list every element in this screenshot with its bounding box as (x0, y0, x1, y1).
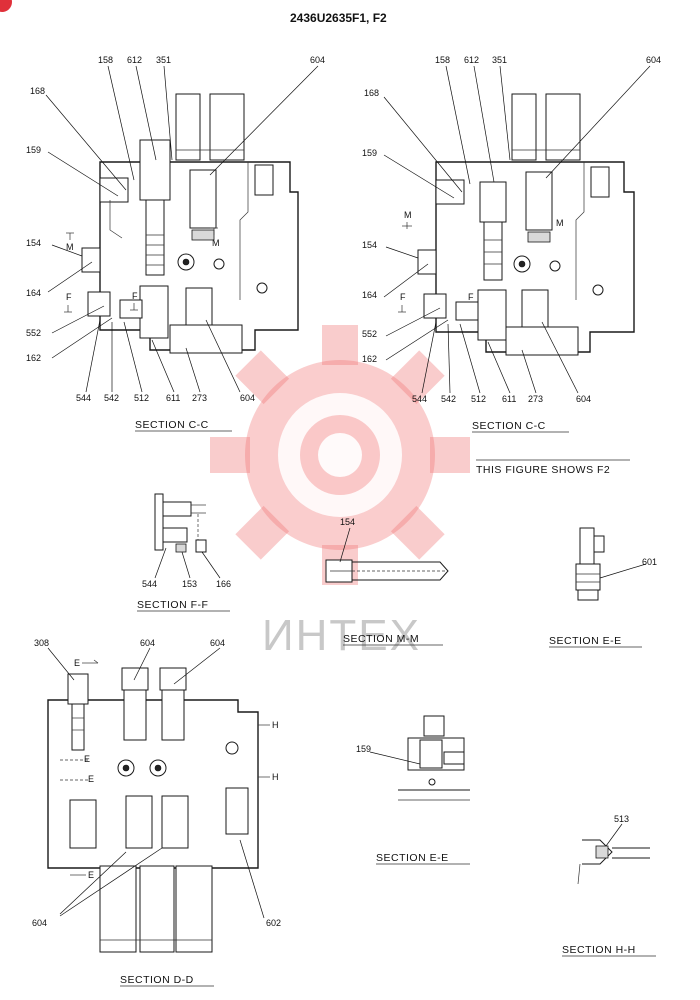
svg-text:168: 168 (364, 88, 379, 98)
section-cc-left-title: SECTION C-C (135, 419, 209, 431)
svg-text:158: 158 (98, 55, 113, 65)
svg-text:159: 159 (356, 744, 371, 754)
svg-text:M: M (556, 218, 564, 228)
svg-text:M: M (212, 238, 220, 248)
leader-lines-cc-right (383, 65, 651, 394)
svg-text:154: 154 (26, 238, 41, 248)
section-dd-title: SECTION D-D (120, 974, 194, 986)
leader-lines-cc-left (45, 65, 319, 393)
svg-text:E: E (88, 870, 94, 880)
svg-text:513: 513 (614, 814, 629, 824)
svg-text:351: 351 (492, 55, 507, 65)
svg-text:604: 604 (646, 55, 661, 65)
section-ee (575, 527, 605, 601)
svg-text:512: 512 (471, 394, 486, 404)
callouts-cc-right: 158 612 351 604 168 159 154 164 552 162 … (362, 55, 661, 404)
svg-text:604: 604 (140, 638, 155, 648)
svg-text:164: 164 (362, 290, 377, 300)
watermark-text: ИНТЕХ (262, 611, 421, 660)
svg-text:F: F (468, 292, 474, 302)
svg-text:612: 612 (127, 55, 142, 65)
svg-text:F: F (66, 292, 72, 302)
svg-text:M: M (404, 210, 412, 220)
svg-text:611: 611 (502, 394, 516, 404)
section-hh (577, 839, 650, 885)
section-ee2-title: SECTION E-E (376, 852, 449, 864)
svg-text:154: 154 (362, 240, 377, 250)
svg-text:544: 544 (412, 394, 427, 404)
svg-text:E: E (88, 774, 94, 784)
section-ff (154, 493, 207, 553)
svg-text:308: 308 (34, 638, 49, 648)
drawing-number: 2436U2635F1, F2 (290, 11, 387, 25)
corner-badge (0, 0, 12, 12)
svg-text:154: 154 (340, 517, 355, 527)
svg-text:604: 604 (210, 638, 225, 648)
section-mm-title: SECTION M-M (343, 633, 419, 645)
svg-text:552: 552 (362, 329, 377, 339)
svg-text:602: 602 (266, 918, 281, 928)
svg-text:542: 542 (104, 393, 119, 403)
svg-text:273: 273 (192, 393, 207, 403)
svg-text:159: 159 (362, 148, 377, 158)
svg-text:F: F (400, 292, 406, 302)
svg-text:E: E (74, 658, 80, 668)
section-dd (47, 667, 259, 953)
svg-text:542: 542 (441, 394, 456, 404)
svg-text:M: M (66, 242, 74, 252)
section-cc-right-title: SECTION C-C (472, 420, 546, 432)
svg-text:162: 162 (362, 354, 377, 364)
svg-text:H: H (272, 772, 279, 782)
watermark-gear-logo-icon (210, 325, 470, 585)
svg-text:512: 512 (134, 393, 149, 403)
callouts-cc-left: 158 612 351 604 168 159 154 164 552 162 … (26, 55, 325, 403)
svg-text:F: F (132, 291, 138, 301)
callouts-dd: 308 604 604 604 602 E E E E H H (32, 638, 281, 928)
svg-text:604: 604 (310, 55, 325, 65)
svg-text:604: 604 (32, 918, 47, 928)
section-hh-title: SECTION H-H (562, 944, 636, 956)
svg-text:552: 552 (26, 328, 41, 338)
svg-text:158: 158 (435, 55, 450, 65)
svg-text:159: 159 (26, 145, 41, 155)
svg-text:H: H (272, 720, 279, 730)
figure-note: THIS FIGURE SHOWS F2 (476, 464, 610, 476)
svg-text:E: E (84, 754, 90, 764)
section-ee-title: SECTION E-E (549, 635, 622, 647)
svg-text:162: 162 (26, 353, 41, 363)
svg-text:544: 544 (142, 579, 157, 589)
svg-text:164: 164 (26, 288, 41, 298)
svg-text:166: 166 (216, 579, 231, 589)
svg-text:604: 604 (240, 393, 255, 403)
svg-text:544: 544 (76, 393, 91, 403)
section-ee2 (398, 715, 470, 801)
svg-text:611: 611 (166, 393, 180, 403)
svg-text:273: 273 (528, 394, 543, 404)
section-cc-right (417, 93, 635, 356)
svg-text:351: 351 (156, 55, 171, 65)
svg-text:168: 168 (30, 86, 45, 96)
svg-text:612: 612 (464, 55, 479, 65)
section-cc-left (81, 93, 299, 354)
section-ff-title: SECTION F-F (137, 599, 208, 611)
svg-text:601: 601 (642, 557, 657, 567)
section-mm (325, 559, 449, 583)
svg-text:153: 153 (182, 579, 197, 589)
svg-text:604: 604 (576, 394, 591, 404)
